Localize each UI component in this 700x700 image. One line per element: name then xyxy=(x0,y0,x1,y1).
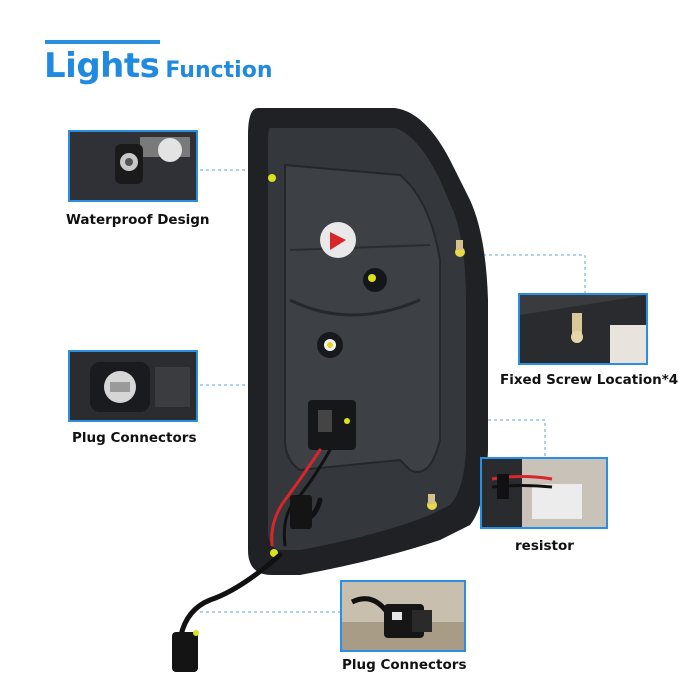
end-connector xyxy=(172,632,198,672)
label-plug-connectors-left: Plug Connectors xyxy=(72,430,197,446)
screws xyxy=(268,174,465,557)
title-lights: Lights xyxy=(44,46,160,86)
label-fixed-screw-location: Fixed Screw Location*4 xyxy=(500,372,679,388)
title-underline xyxy=(45,40,160,44)
label-resistor: resistor xyxy=(515,538,574,554)
thumb-plug-connectors-bottom xyxy=(340,580,466,652)
waterproof-detail-image xyxy=(70,132,196,200)
plug-left-detail-image xyxy=(70,352,196,420)
inline-connector xyxy=(290,495,312,529)
label-plug-connectors-bottom: Plug Connectors xyxy=(342,657,467,673)
callout-line-screw xyxy=(465,254,586,295)
thumb-fixed-screw xyxy=(518,293,648,365)
thumb-resistor xyxy=(480,457,608,529)
resistor-detail-image xyxy=(482,459,606,527)
thumb-waterproof-design xyxy=(68,130,198,202)
screw-detail-image xyxy=(520,295,646,363)
thumb-plug-connectors-left xyxy=(68,350,198,422)
callout-line-resistor xyxy=(350,419,546,458)
plug-bottom-detail-image xyxy=(342,582,464,650)
title-function: Function xyxy=(165,58,273,83)
label-waterproof-design: Waterproof Design xyxy=(66,212,210,228)
